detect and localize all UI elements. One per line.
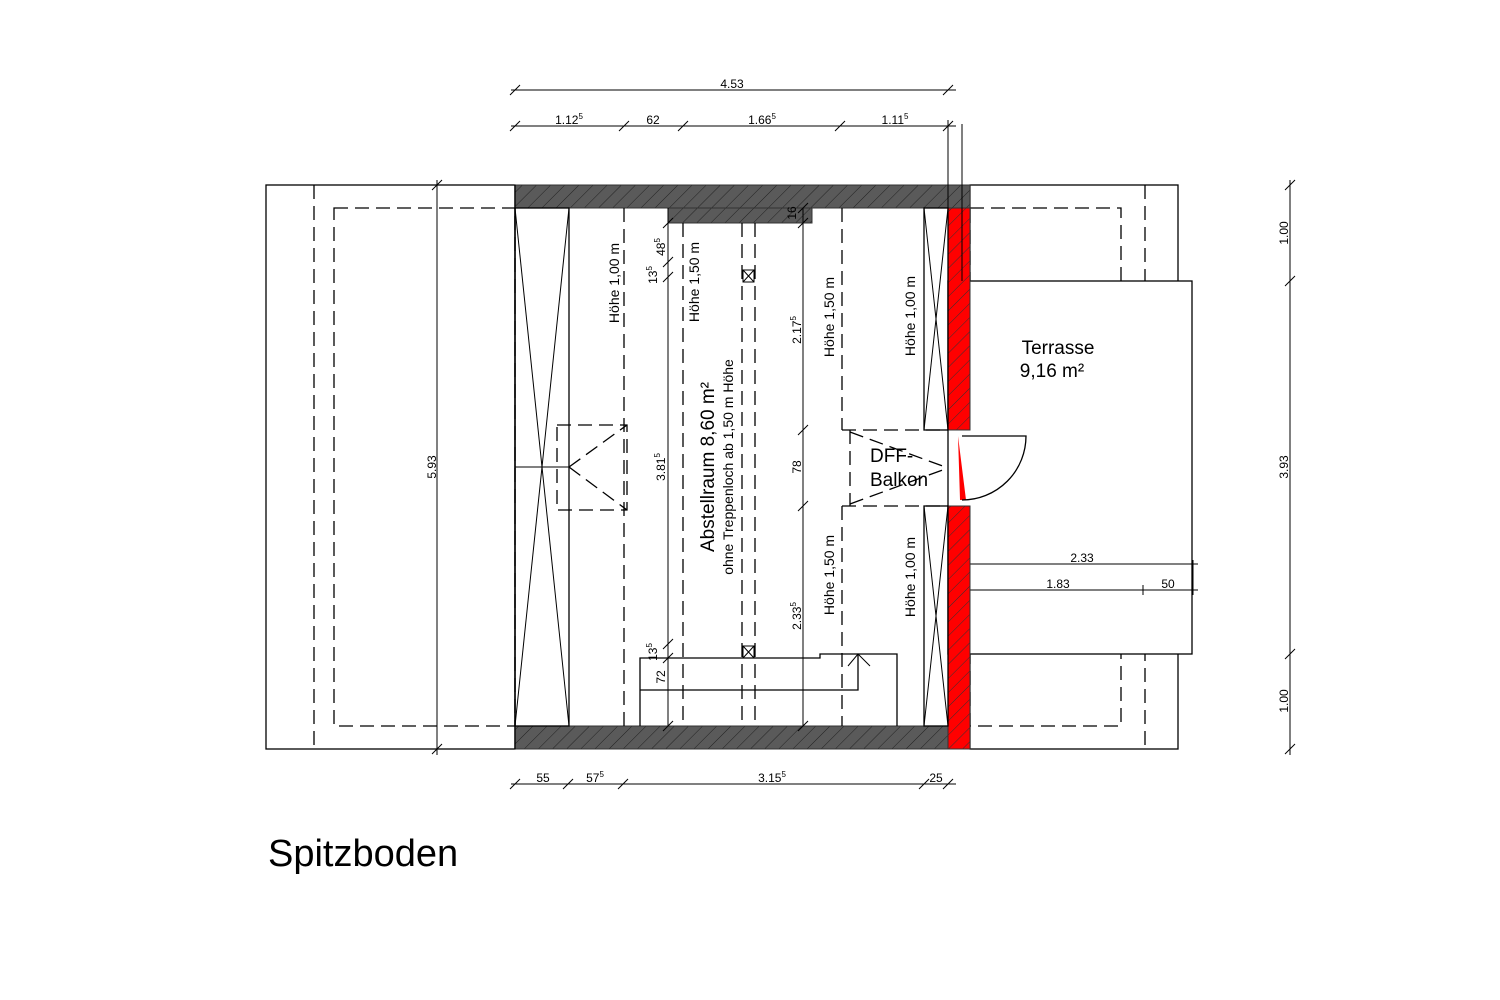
new-wall-bottom [947, 505, 971, 750]
height-label: Höhe 1,00 m [902, 276, 918, 356]
dim-total-top: 4.53 [720, 77, 744, 91]
dim-bottom-4: 25 [929, 771, 943, 785]
dim-inner-b2: 2.175 [789, 316, 804, 344]
right-dimensions: 1.00 3.93 1.00 [1277, 179, 1296, 755]
height-label: Höhe 1,00 m [902, 537, 918, 617]
dim-right-2: 3.93 [1277, 455, 1291, 479]
right-roof: Terrasse 9,16 m² 2.33 1.83 50 [947, 184, 1198, 750]
dim-inner-a1: 485 [653, 238, 668, 256]
dim-terrace-width-1: 1.83 [1046, 577, 1070, 591]
plan-title: Spitzboden [268, 833, 458, 875]
storage-room-name: Abstellraum 8,60 m² [698, 382, 719, 552]
left-roof: 5.93 [265, 179, 516, 755]
dim-left-total: 5.93 [425, 455, 439, 479]
top-dimensions: 4.53 1.125 62 1.665 1.115 [509, 77, 963, 281]
terrace-name: Terrasse [1022, 338, 1095, 359]
dim-right-3: 1.00 [1277, 689, 1291, 713]
dim-inner-a2: 135 [645, 266, 660, 284]
bottom-wall [514, 725, 949, 750]
bottom-dimensions: 55 575 3.155 25 [509, 770, 956, 790]
terrace [947, 280, 1193, 655]
dim-bottom-2: 575 [586, 770, 604, 785]
dim-terrace-width: 2.33 [1070, 551, 1094, 565]
dim-inner-a4: 135 [645, 643, 660, 661]
main-room: 485 135 3.815 135 72 16 2.175 78 2.335 H… [514, 184, 1027, 750]
door-red-marker [958, 436, 966, 500]
dim-bottom-3: 3.155 [758, 770, 786, 785]
height-label: Höhe 1,00 m [606, 243, 622, 323]
terrace-area: 9,16 m² [1020, 361, 1084, 382]
new-wall-top [947, 207, 971, 431]
dim-inner-a5: 72 [654, 670, 668, 684]
balcony-label-1: DFF- [870, 446, 913, 467]
dim-right-1: 1.00 [1277, 221, 1291, 245]
dim-bottom-1: 55 [536, 771, 550, 785]
dim-top-2: 62 [646, 113, 660, 127]
dim-top-1: 1.125 [555, 112, 583, 127]
dim-inner-b3: 78 [790, 460, 804, 474]
dim-top-3: 1.665 [748, 112, 776, 127]
dim-inner-b1: 16 [785, 206, 799, 220]
storage-room-note: ohne Treppenloch ab 1,50 m Höhe [720, 359, 736, 575]
top-wall [514, 184, 971, 209]
dim-top-4: 1.115 [882, 112, 909, 127]
balcony-label-2: Balkon [870, 470, 928, 491]
height-label: Höhe 1,50 m [686, 242, 702, 322]
height-label: Höhe 1,50 m [821, 535, 837, 615]
dim-inner-a3: 3.815 [653, 453, 668, 481]
height-label: Höhe 1,50 m [821, 277, 837, 357]
door-swing[interactable] [961, 435, 1027, 501]
dim-inner-b4: 2.335 [789, 602, 804, 630]
dim-terrace-width-2: 50 [1161, 577, 1175, 591]
stair-opening [639, 653, 898, 726]
